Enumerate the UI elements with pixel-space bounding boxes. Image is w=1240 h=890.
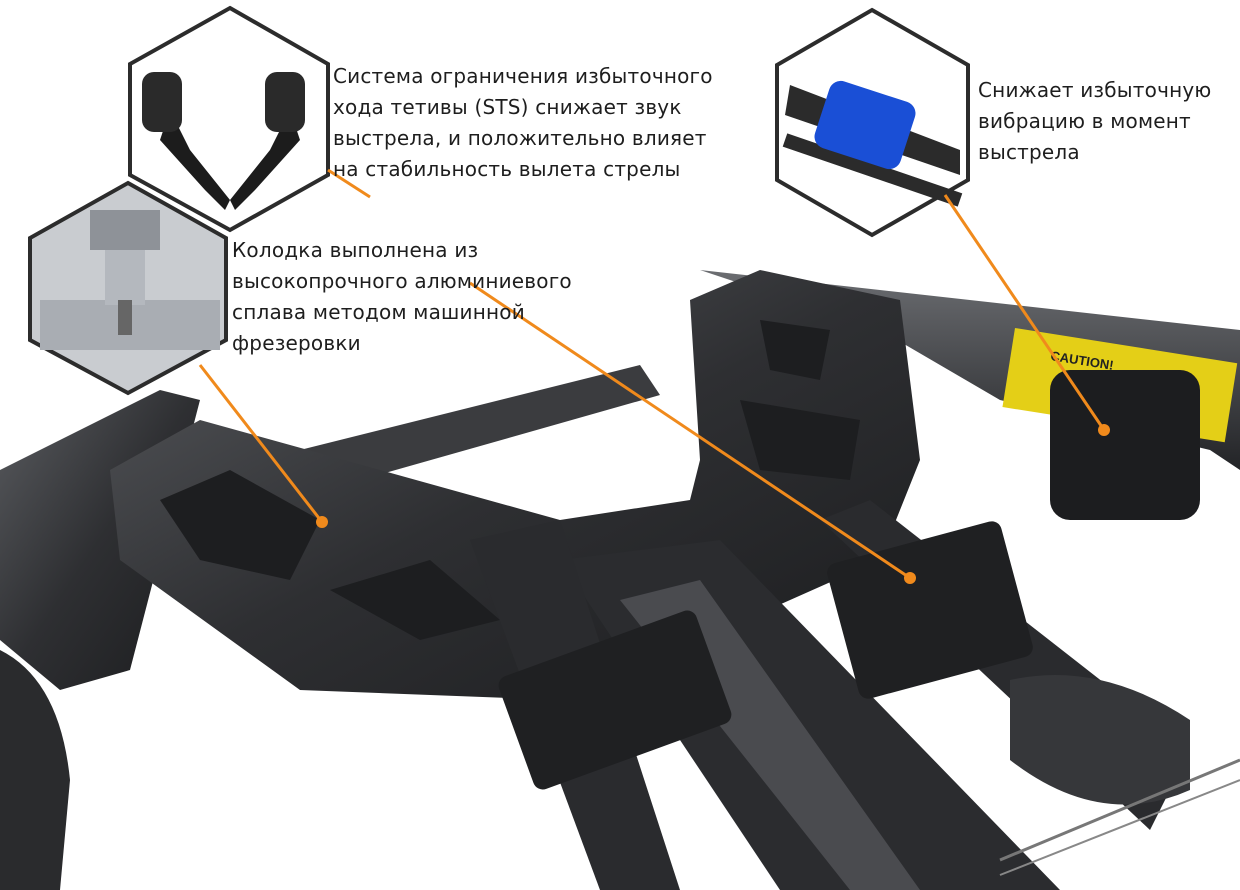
sts-arm-right-icon bbox=[230, 110, 300, 210]
left-dampener bbox=[498, 610, 732, 790]
hex-inset-dampener bbox=[775, 7, 970, 238]
hex-inset-sts bbox=[128, 5, 330, 233]
milling-spindle-icon bbox=[90, 210, 160, 250]
hex-inset-milling bbox=[28, 180, 228, 396]
right-dampener bbox=[827, 521, 1033, 699]
leader-lines bbox=[198, 168, 1106, 580]
limb-dampener bbox=[1050, 370, 1200, 520]
marker-dot-dampener bbox=[1098, 424, 1110, 436]
callout-riser: Колодка выполнена из высокопрочного алюм… bbox=[232, 238, 572, 355]
blue-dampener-icon bbox=[814, 80, 916, 170]
marker-dot-barrel bbox=[904, 572, 916, 584]
callout-dampener: Снижает избыточную вибрацию в момент выс… bbox=[978, 78, 1212, 164]
callout-sts: Система ограничения избыточного хода тет… bbox=[333, 64, 713, 181]
marker-dot-riser bbox=[316, 516, 328, 528]
sts-arm-left-icon bbox=[160, 110, 230, 210]
